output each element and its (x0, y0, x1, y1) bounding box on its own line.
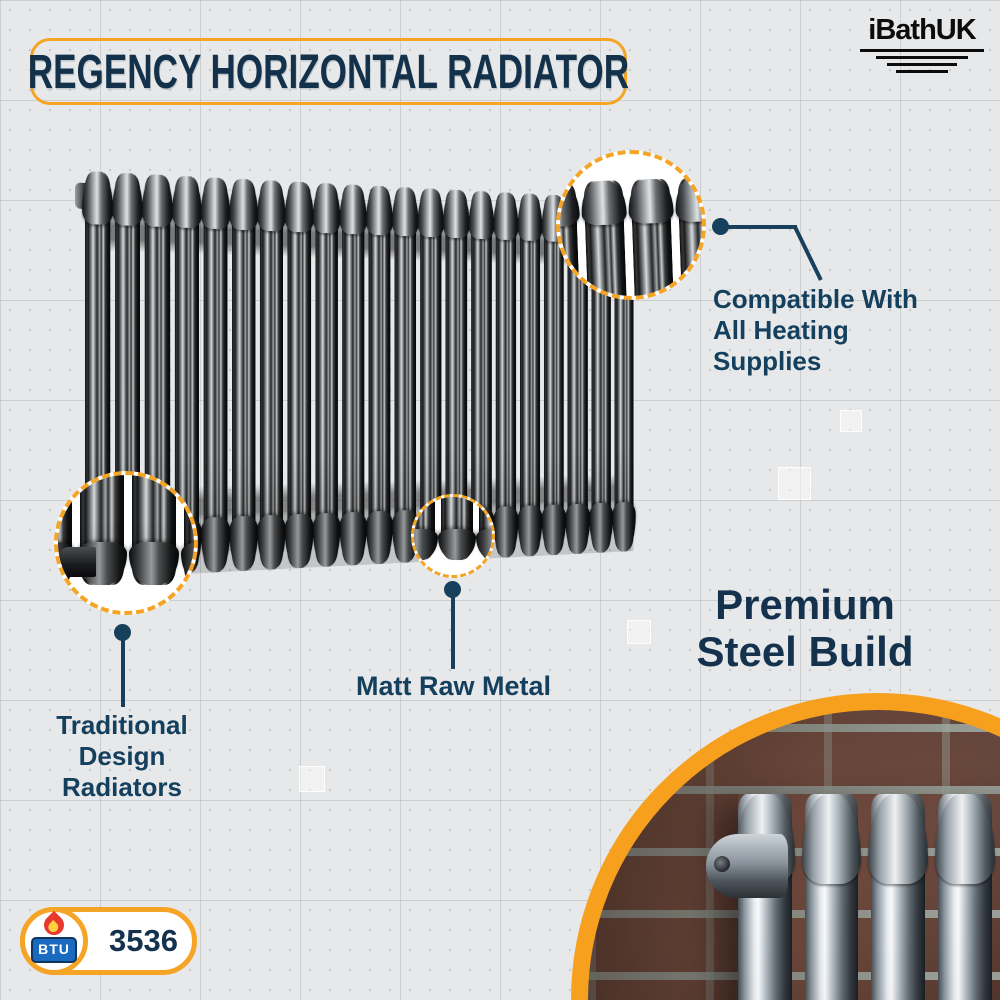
radiator-column (341, 184, 365, 566)
radiator-column (287, 181, 311, 569)
radiator-column (630, 178, 677, 296)
radiator-column (677, 176, 702, 296)
callout-line-traditional (121, 639, 125, 707)
radiator-column (414, 497, 438, 560)
radiator-column (583, 180, 630, 296)
radiator-column (394, 186, 417, 564)
callout-label-matt-raw-metal: Matt Raw Metal (355, 671, 552, 701)
radiator-column (437, 497, 476, 560)
radiator-column (495, 191, 517, 559)
callout-line-compatible (727, 225, 797, 229)
radiator-column (368, 185, 391, 565)
lifestyle-photo-inset (571, 693, 1000, 1000)
radiator-column (315, 182, 338, 568)
radiator-column (520, 193, 541, 557)
brand-logo: iBathUK (856, 16, 988, 73)
callout-label-traditional: Traditional Design Radiators (56, 710, 188, 802)
decor-square (840, 410, 862, 432)
radiator-column (129, 475, 179, 585)
btu-value: 3536 (109, 923, 178, 958)
flame-icon (39, 910, 69, 940)
magnified-radiator-surface (414, 497, 492, 560)
radiator-column (868, 794, 928, 1000)
magnified-radiator-top (560, 176, 702, 296)
callout-dot-traditional (114, 624, 131, 641)
feature-label-premium-steel: Premium Steel Build (696, 581, 914, 675)
brand-name: iBathUK (868, 14, 976, 46)
radiator-column (231, 178, 256, 572)
radiator-column (934, 794, 995, 1000)
radiator-column (801, 794, 861, 1000)
radiator-end-cap (706, 834, 788, 898)
callout-circle-middle (411, 494, 495, 578)
decor-square (778, 467, 811, 500)
title-banner: REGENCY HORIZONTAL RADIATOR (27, 38, 630, 105)
callout-dot-matt (444, 581, 461, 598)
callout-line-compatible-diagonal (793, 226, 823, 281)
callout-circle-bottom-left (54, 471, 198, 615)
callout-label-compatible: Compatible With All Heating Supplies (713, 284, 918, 376)
callout-circle-top-right (556, 150, 706, 300)
radiator-column (203, 177, 228, 573)
btu-logo: BTU (20, 907, 88, 975)
btu-logo-text: BTU (31, 937, 77, 963)
callout-line-matt (451, 596, 455, 669)
radiator-column (260, 179, 284, 571)
callout-dot-compatible (712, 218, 729, 235)
stacked-lines-icon (856, 49, 988, 73)
decor-square (627, 620, 651, 644)
page-title: REGENCY HORIZONTAL RADIATOR (27, 43, 630, 99)
radiator-inlet-plug (60, 547, 96, 577)
decor-square (299, 766, 325, 792)
radiator-column (560, 181, 583, 296)
